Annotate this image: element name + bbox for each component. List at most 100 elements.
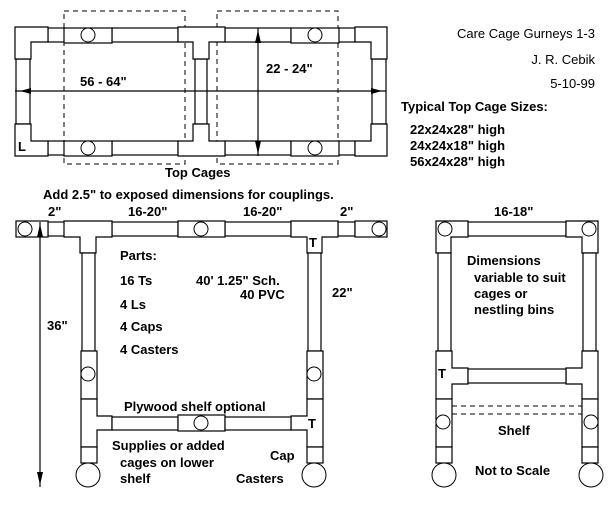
supplies-note: shelf <box>120 471 151 486</box>
tee-label: T <box>309 235 317 250</box>
elbow-fitting <box>14 26 49 60</box>
pipe <box>224 221 292 237</box>
end-note: variable to suit <box>474 270 566 285</box>
end-note: cages or <box>474 286 527 301</box>
coupling-icon <box>80 366 96 382</box>
coupling-icon <box>193 221 209 237</box>
tee-fitting <box>290 220 339 254</box>
cap-icon <box>581 221 597 237</box>
tee-label: T <box>438 366 446 381</box>
leg-pipe <box>307 252 322 352</box>
pipe <box>111 416 179 431</box>
couplings-note: Add 2.5" to exposed dimensions for coupl… <box>43 187 334 202</box>
diagram-title: Care Cage Gurneys 1-3 <box>457 26 595 41</box>
tee-label: T <box>308 416 316 431</box>
coupling-icon <box>307 27 323 43</box>
tee-fitting <box>63 220 113 254</box>
cage-size-item: 56x24x28" high <box>410 154 505 169</box>
length-label: 56 - 64" <box>80 74 127 89</box>
cap-label: Cap <box>270 448 295 463</box>
cap-icon <box>371 221 387 237</box>
cage-size-item: 24x24x18" high <box>410 138 505 153</box>
dimension-label: 16-20" <box>128 204 167 219</box>
side-view: Add 2.5" to exposed dimensions for coupl… <box>15 187 388 488</box>
coupling-icon <box>80 140 96 156</box>
caster-icon <box>578 462 604 488</box>
pipe <box>47 140 66 156</box>
parts-item: 16 Ts <box>120 273 152 288</box>
coupling-icon <box>307 140 323 156</box>
height-label: 36" <box>47 318 68 333</box>
top-view: 56 - 64" 22 - 24" L Top Cages <box>14 10 388 180</box>
leg-cap <box>581 446 599 464</box>
parts-heading: Parts: <box>120 248 157 263</box>
top-cages-caption: Top Cages <box>165 165 231 180</box>
elbow-fitting <box>354 123 388 157</box>
parts-item: 4 Casters <box>120 342 179 357</box>
pipe <box>47 27 66 43</box>
dimension-label: 16-20" <box>243 204 282 219</box>
tee-fitting <box>290 398 324 448</box>
pipe <box>337 27 356 43</box>
tee-fitting <box>80 398 113 448</box>
cage-size-item: 22x24x28" high <box>410 122 505 137</box>
title-block: Care Cage Gurneys 1-3 J. R. Cebik 5-10-9… <box>401 26 595 169</box>
elbow-fitting <box>354 26 388 60</box>
leg-cap <box>306 446 324 464</box>
leg-pipe <box>81 252 96 352</box>
pipe-spec: 40' 1.25" Sch. <box>196 273 280 288</box>
arrow-up-icon <box>255 30 261 43</box>
pipe <box>111 221 179 237</box>
dimension-label: 2" <box>340 204 353 219</box>
pipe <box>467 368 567 384</box>
caster-icon <box>431 462 457 488</box>
cap-icon <box>17 221 33 237</box>
arrow-down-icon <box>255 141 261 154</box>
end-width-label: 16-18" <box>494 204 533 219</box>
leg-cap <box>80 446 98 464</box>
width-label: 22 - 24" <box>266 61 313 76</box>
end-note: nestling bins <box>474 302 554 317</box>
pipe <box>224 416 292 431</box>
tee-fitting <box>177 26 226 60</box>
tee-fitting <box>565 350 599 400</box>
leg-height-label: 22" <box>332 285 353 300</box>
author: J. R. Cebik <box>531 52 595 67</box>
coupling-icon <box>193 415 209 431</box>
pipe <box>467 221 567 237</box>
leg-cap <box>435 446 453 464</box>
elbow-label: L <box>18 139 26 154</box>
supplies-note: cages on lower <box>120 455 214 470</box>
casters-label: Casters <box>236 471 284 486</box>
parts-item: 4 Ls <box>120 297 146 312</box>
pipe <box>47 221 66 237</box>
dimension-label: 2" <box>48 204 61 219</box>
supplies-note: Supplies or added <box>112 438 225 453</box>
coupling-icon <box>306 366 322 382</box>
date: 5-10-99 <box>550 76 595 91</box>
arrow-down-icon <box>37 472 43 485</box>
shelf-label: Plywood shelf optional <box>124 399 266 414</box>
leg-pipe <box>437 252 452 352</box>
cage-outline-left <box>63 10 186 165</box>
coupling-icon <box>583 414 599 430</box>
arrow-up-icon <box>37 224 43 237</box>
leg-pipe <box>582 252 597 352</box>
coupling-icon <box>435 414 451 430</box>
scale-note: Not to Scale <box>475 463 550 478</box>
cap-icon <box>437 221 453 237</box>
arrow-right-icon <box>371 88 382 94</box>
pipe <box>111 140 179 156</box>
coupling-icon <box>80 27 96 43</box>
shelf-label: Shelf <box>498 423 530 438</box>
cage-outline-right <box>216 10 339 165</box>
tee-fitting <box>177 123 226 157</box>
elbow-fitting <box>14 123 49 157</box>
cage-sizes-heading: Typical Top Cage Sizes: <box>401 99 548 114</box>
pipe <box>111 27 179 43</box>
end-note: Dimensions <box>467 253 541 268</box>
pipe <box>337 140 356 156</box>
caster-icon <box>75 462 101 488</box>
pipe-spec: 40 PVC <box>240 287 285 302</box>
